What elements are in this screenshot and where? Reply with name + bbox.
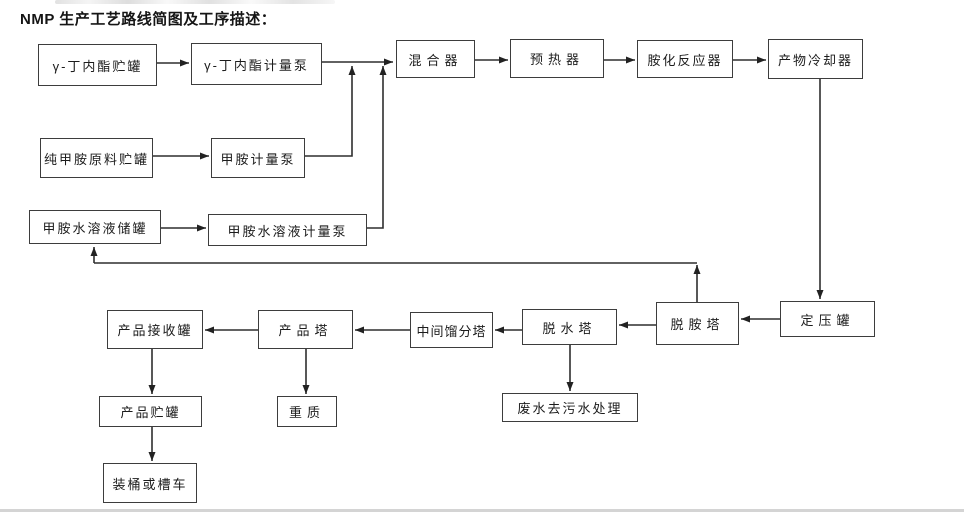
- flow-node-mixer: 混合器: [396, 40, 475, 78]
- page-title: NMP 生产工艺路线简图及工序描述：: [20, 11, 277, 28]
- flow-node-product-cooler: 产物冷却器: [768, 39, 863, 79]
- flow-node-methylamine-solution-pump: 甲胺水溶液计量泵: [208, 214, 367, 246]
- node-label: 产物冷却器: [777, 52, 853, 68]
- scan-artifact-top: [55, 0, 335, 4]
- flow-node-dehydration-tower: 脱水塔: [522, 309, 617, 345]
- flow-node-gbl-storage-tank: γ-丁内酯贮罐: [38, 44, 157, 86]
- node-label: 纯甲胺原料贮罐: [43, 151, 149, 167]
- flow-node-middle-fraction-tower: 中间馏分塔: [410, 312, 493, 348]
- node-label: 脱水塔: [542, 320, 597, 336]
- node-label: 废水去污水处理: [517, 401, 623, 416]
- flow-node-amination-reactor: 胺化反应器: [637, 40, 733, 78]
- flow-node-product-storage-tank: 产品贮罐: [99, 396, 202, 427]
- flow-node-barrel-or-tank-truck: 装桶或槽车: [103, 463, 197, 503]
- flow-node-wastewater-treatment: 废水去污水处理: [502, 393, 638, 422]
- flow-node-methylamine-raw-tank: 纯甲胺原料贮罐: [40, 138, 153, 178]
- flow-node-preheater: 预热器: [510, 39, 604, 78]
- node-label: 重质: [288, 405, 325, 420]
- node-label: 装桶或槽车: [112, 476, 188, 492]
- node-label: 产品塔: [278, 323, 333, 338]
- node-label: 产品贮罐: [120, 405, 181, 420]
- flow-node-methylamine-solution-tank: 甲胺水溶液储罐: [29, 210, 161, 244]
- node-label: 甲胺计量泵: [220, 151, 296, 167]
- node-label: 预热器: [529, 52, 584, 67]
- scan-artifact-bottom-edge: [0, 509, 964, 512]
- node-label: 定压罐: [800, 312, 855, 328]
- node-label: 甲胺水溶液计量泵: [227, 223, 348, 239]
- flow-node-heavy-fraction: 重质: [277, 396, 337, 427]
- node-label: 混合器: [408, 52, 463, 68]
- node-label: 甲胺水溶液储罐: [42, 220, 148, 236]
- flow-node-pressure-tank: 定压罐: [780, 301, 875, 337]
- node-label: 胺化反应器: [647, 52, 723, 68]
- node-label: γ-丁内酯计量泵: [204, 57, 309, 73]
- flow-node-gbl-metering-pump: γ-丁内酯计量泵: [191, 43, 322, 85]
- flow-node-product-receiver-tank: 产品接收罐: [107, 310, 203, 349]
- node-label: 脱胺塔: [670, 317, 725, 332]
- flow-node-product-tower: 产品塔: [258, 310, 353, 349]
- flow-node-methylamine-metering-pump: 甲胺计量泵: [211, 138, 305, 178]
- flow-node-deamination-tower: 脱胺塔: [656, 302, 739, 345]
- node-label: γ-丁内酯贮罐: [52, 58, 143, 74]
- node-label: 产品接收罐: [117, 323, 193, 338]
- node-label: 中间馏分塔: [416, 323, 487, 339]
